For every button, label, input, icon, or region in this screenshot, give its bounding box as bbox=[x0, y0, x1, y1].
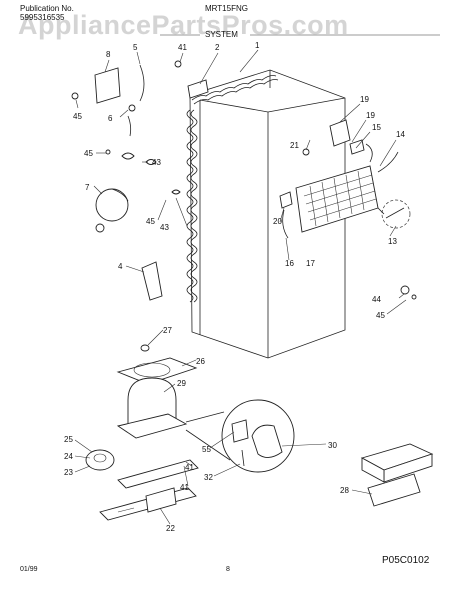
callout-29: 29 bbox=[177, 379, 186, 388]
callout-25: 25 bbox=[64, 435, 73, 444]
callout-8: 8 bbox=[106, 50, 111, 59]
compressor-assembly bbox=[85, 344, 199, 521]
callout-27: 27 bbox=[163, 326, 172, 335]
relay-detail bbox=[185, 399, 295, 473]
diagram-code: P05C0102 bbox=[382, 555, 430, 566]
callout-43: 43 bbox=[152, 158, 161, 167]
callout-19: 19 bbox=[366, 111, 375, 120]
callout-43: 43 bbox=[160, 223, 169, 232]
callout-1: 1 bbox=[255, 41, 260, 50]
callout-41: 41 bbox=[180, 483, 189, 492]
callout-6: 6 bbox=[108, 114, 113, 123]
callout-labels: 8 5 41 2 1 6 45 45 43 7 45 43 4 19 19 15… bbox=[64, 41, 405, 533]
callout-24: 24 bbox=[64, 452, 73, 461]
callout-45: 45 bbox=[84, 149, 93, 158]
callout-13: 13 bbox=[388, 237, 397, 246]
callout-4: 4 bbox=[118, 262, 123, 271]
callout-41: 41 bbox=[178, 43, 187, 52]
parts-upper-left bbox=[71, 60, 209, 301]
callout-19: 19 bbox=[360, 95, 369, 104]
model-number: MRT15FNG bbox=[205, 4, 248, 13]
callout-16: 16 bbox=[285, 259, 294, 268]
callout-28: 28 bbox=[340, 486, 349, 495]
section-title: SYSTEM bbox=[205, 30, 238, 39]
callout-2: 2 bbox=[215, 43, 220, 52]
leader-lines bbox=[74, 49, 407, 525]
footer-date: 01/99 bbox=[20, 566, 38, 573]
callout-41: 41 bbox=[185, 463, 194, 472]
publication-number: 5995316535 bbox=[20, 13, 65, 22]
callout-17: 17 bbox=[306, 259, 315, 268]
condenser-coil bbox=[186, 75, 279, 303]
cabinet-shell bbox=[189, 69, 346, 359]
publication-label: Publication No. bbox=[20, 4, 74, 13]
callout-32: 32 bbox=[204, 473, 213, 482]
drain-pan-assembly bbox=[360, 443, 434, 507]
callout-44: 44 bbox=[372, 295, 381, 304]
callout-7: 7 bbox=[85, 183, 90, 192]
footer-page: 8 bbox=[226, 566, 230, 573]
callout-20: 20 bbox=[273, 217, 282, 226]
callout-5: 5 bbox=[133, 43, 138, 52]
defrost-heater-clip bbox=[377, 199, 411, 229]
callout-23: 23 bbox=[64, 468, 73, 477]
callout-45: 45 bbox=[73, 112, 82, 121]
callout-21: 21 bbox=[290, 141, 299, 150]
callout-45: 45 bbox=[146, 217, 155, 226]
callout-45: 45 bbox=[376, 311, 385, 320]
callout-26: 26 bbox=[196, 357, 205, 366]
evaporator bbox=[295, 143, 399, 233]
callout-14: 14 bbox=[396, 130, 405, 139]
callout-30: 30 bbox=[328, 441, 337, 450]
callout-55: 55 bbox=[202, 445, 211, 454]
callout-15: 15 bbox=[372, 123, 381, 132]
callout-22: 22 bbox=[166, 524, 175, 533]
